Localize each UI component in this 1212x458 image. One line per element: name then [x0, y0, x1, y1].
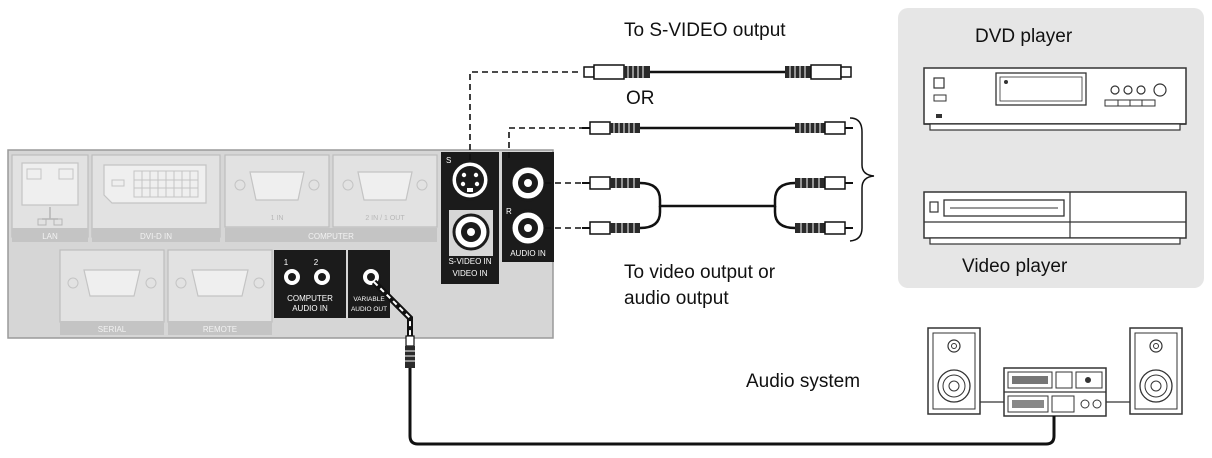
- svideo-cable: [583, 64, 852, 80]
- stereo-unit-icon: [1003, 367, 1107, 417]
- dvi-label: DVI-D IN: [140, 232, 172, 241]
- dvi-port: [91, 154, 221, 242]
- lan-port: [11, 154, 89, 242]
- variable-audio-out-block: [348, 250, 390, 318]
- video-player-label: Video player: [962, 256, 1068, 277]
- mini-plug-icon: [405, 335, 415, 368]
- source-devices-area: [898, 8, 1204, 288]
- video-audio-output-label-line2: audio output: [624, 288, 729, 309]
- right-speaker-icon: [1129, 327, 1183, 415]
- svideo-plug-left: [583, 64, 650, 80]
- computer-label: COMPUTER: [308, 232, 354, 241]
- audio-plug-right-bottom: [795, 221, 853, 235]
- audio-in-1-mark: 1: [284, 258, 289, 267]
- audio-in-right-jack: [509, 209, 547, 247]
- in2-label: 2 IN / 1 OUT: [365, 215, 405, 222]
- audio-system-label: Audio system: [746, 371, 861, 392]
- serial-port: [59, 249, 165, 335]
- svideo-in-jack: [449, 159, 491, 201]
- or-label: OR: [626, 88, 655, 109]
- svideo-output-label: To S-VIDEO output: [624, 20, 786, 41]
- video-in-block: [441, 152, 499, 284]
- serial-label: SERIAL: [98, 325, 127, 334]
- computer-ports: [224, 154, 438, 242]
- audio-in-left-jack: [509, 164, 547, 202]
- audio-plug-left-bottom: [582, 221, 640, 235]
- dashed-guides: [469, 71, 582, 229]
- computer-audio-in-label-line1: COMPUTER: [287, 294, 333, 303]
- variable-audio-out-label-line2: AUDIO OUT: [351, 306, 387, 313]
- computer-audio-in-block: [274, 250, 346, 318]
- audio-plug-left-top: [582, 176, 640, 190]
- variable-audio-out-label-line1: VARIABLE: [353, 296, 385, 303]
- audio-in-block: [502, 152, 554, 262]
- svideo-in-label: S-VIDEO IN: [448, 257, 491, 266]
- audio-out-cable: [371, 279, 1056, 446]
- audio-in-label: AUDIO IN: [510, 249, 546, 258]
- computer-in1-port: [234, 171, 320, 201]
- audio-plug-right-top: [795, 176, 853, 190]
- video-player-icon: [923, 191, 1187, 245]
- computer-in2-port: [342, 171, 428, 201]
- video-in-jack: [449, 210, 493, 256]
- composite-plug-left: [582, 121, 640, 135]
- video-in-label: VIDEO IN: [452, 269, 487, 278]
- computer-audio-in-label-line2: AUDIO IN: [292, 304, 328, 313]
- svideo-guide: [469, 71, 582, 160]
- audio-in-r-mark: R: [506, 207, 512, 216]
- network-icon: [37, 207, 63, 226]
- composite-plug-right: [795, 121, 853, 135]
- audio-system-icon: [927, 327, 1183, 417]
- cable-group-bracket: [849, 117, 875, 242]
- video-audio-output-label-line1: To video output or: [624, 262, 776, 283]
- in1-label: 1 IN: [271, 215, 284, 222]
- dvd-player-icon: [923, 67, 1187, 131]
- svideo-s-mark: S: [446, 156, 451, 165]
- composite-cable: [582, 121, 853, 135]
- remote-label: REMOTE: [203, 325, 237, 334]
- remote-port: [167, 249, 273, 335]
- projector-panel: LAN DVI-D IN 1 IN 2 IN / 1 OUT COMPUTER …: [7, 149, 554, 339]
- lan-label: LAN: [42, 232, 58, 241]
- svideo-plug-right: [785, 64, 852, 80]
- audio-cable: [582, 176, 853, 235]
- composite-guide: [508, 127, 582, 158]
- dvd-player-label: DVD player: [975, 26, 1073, 47]
- audio-in-2-mark: 2: [314, 258, 319, 267]
- left-speaker-icon: [927, 327, 981, 415]
